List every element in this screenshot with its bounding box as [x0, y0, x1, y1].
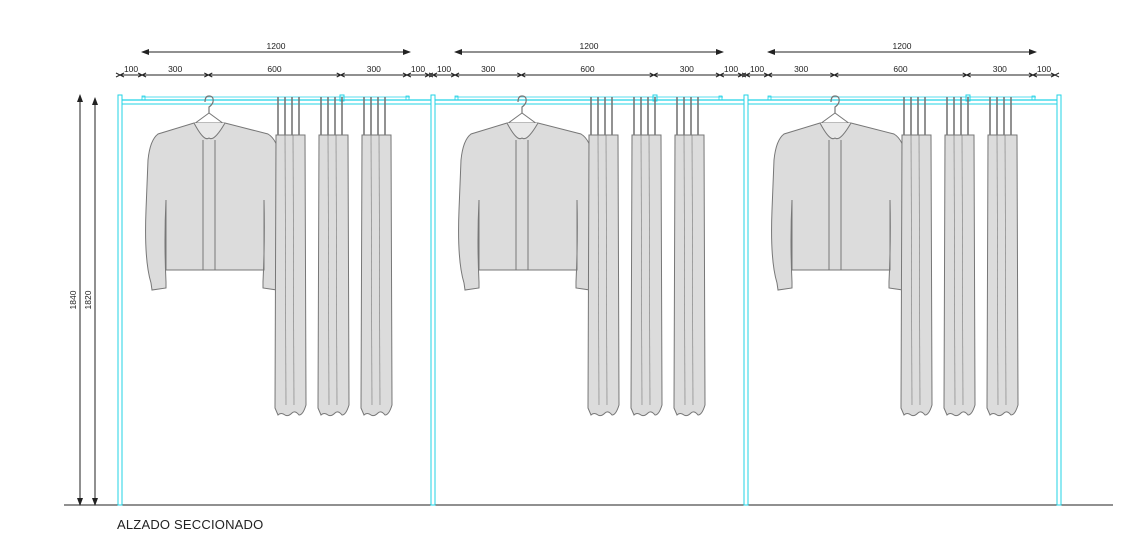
height-dimension-outer: 1840 — [68, 94, 83, 506]
segment-label: 300 — [367, 64, 381, 74]
total-dimension-label: 1200 — [267, 41, 286, 51]
segment-dimensions: 100 300 600 300 100 — [428, 64, 747, 78]
trousers-group — [943, 97, 976, 417]
segment-label: 600 — [893, 64, 907, 74]
jacket-garment — [458, 95, 597, 291]
trousers-group — [274, 97, 307, 417]
segment-label: 100 — [411, 64, 425, 74]
trousers-group — [673, 97, 706, 417]
segment-label: 100 — [124, 64, 138, 74]
trousers-group — [986, 97, 1019, 417]
drawing-title: ALZADO SECCIONADO — [117, 517, 264, 532]
segment-dimensions: 100 300 600 300 100 — [741, 64, 1060, 78]
segment-label: 300 — [168, 64, 182, 74]
segment-label: 100 — [437, 64, 451, 74]
trousers-group — [587, 97, 620, 417]
trousers-group — [630, 97, 663, 417]
segment-label: 100 — [724, 64, 738, 74]
total-dimension: 1200 — [454, 41, 724, 55]
segment-label: 100 — [1037, 64, 1051, 74]
module-2: 1200 100 300 600 300 100 — [428, 41, 747, 506]
hanger-icon — [204, 95, 214, 113]
total-dimension-label: 1200 — [893, 41, 912, 51]
segment-label: 600 — [580, 64, 594, 74]
segment-label: 600 — [267, 64, 281, 74]
height-label-outer: 1840 — [68, 290, 78, 309]
trousers-group — [900, 97, 933, 417]
total-dimension: 1200 — [141, 41, 411, 55]
trousers-group — [317, 97, 350, 417]
hanger-icon — [517, 95, 527, 113]
height-label-inner: 1820 — [83, 290, 93, 309]
module-3: 1200 100 300 600 300 100 — [741, 41, 1062, 506]
segment-label: 300 — [680, 64, 694, 74]
segment-label: 300 — [794, 64, 808, 74]
total-dimension: 1200 — [767, 41, 1037, 55]
rack-frame — [117, 94, 431, 506]
jacket-garment — [145, 95, 284, 291]
module-1: 1200 100 300 600 300 100 — [115, 41, 434, 506]
jacket-garment — [771, 95, 910, 291]
segment-label: 300 — [481, 64, 495, 74]
trousers-group — [360, 97, 393, 417]
total-dimension-label: 1200 — [580, 41, 599, 51]
segment-dimensions: 100 300 600 300 100 — [115, 64, 434, 78]
segment-label: 300 — [993, 64, 1007, 74]
segment-label: 100 — [750, 64, 764, 74]
rack-frame — [430, 94, 744, 506]
hanger-icon — [830, 95, 840, 113]
rack-frame — [743, 94, 1062, 506]
height-dimension-inner: 1820 — [83, 97, 98, 506]
